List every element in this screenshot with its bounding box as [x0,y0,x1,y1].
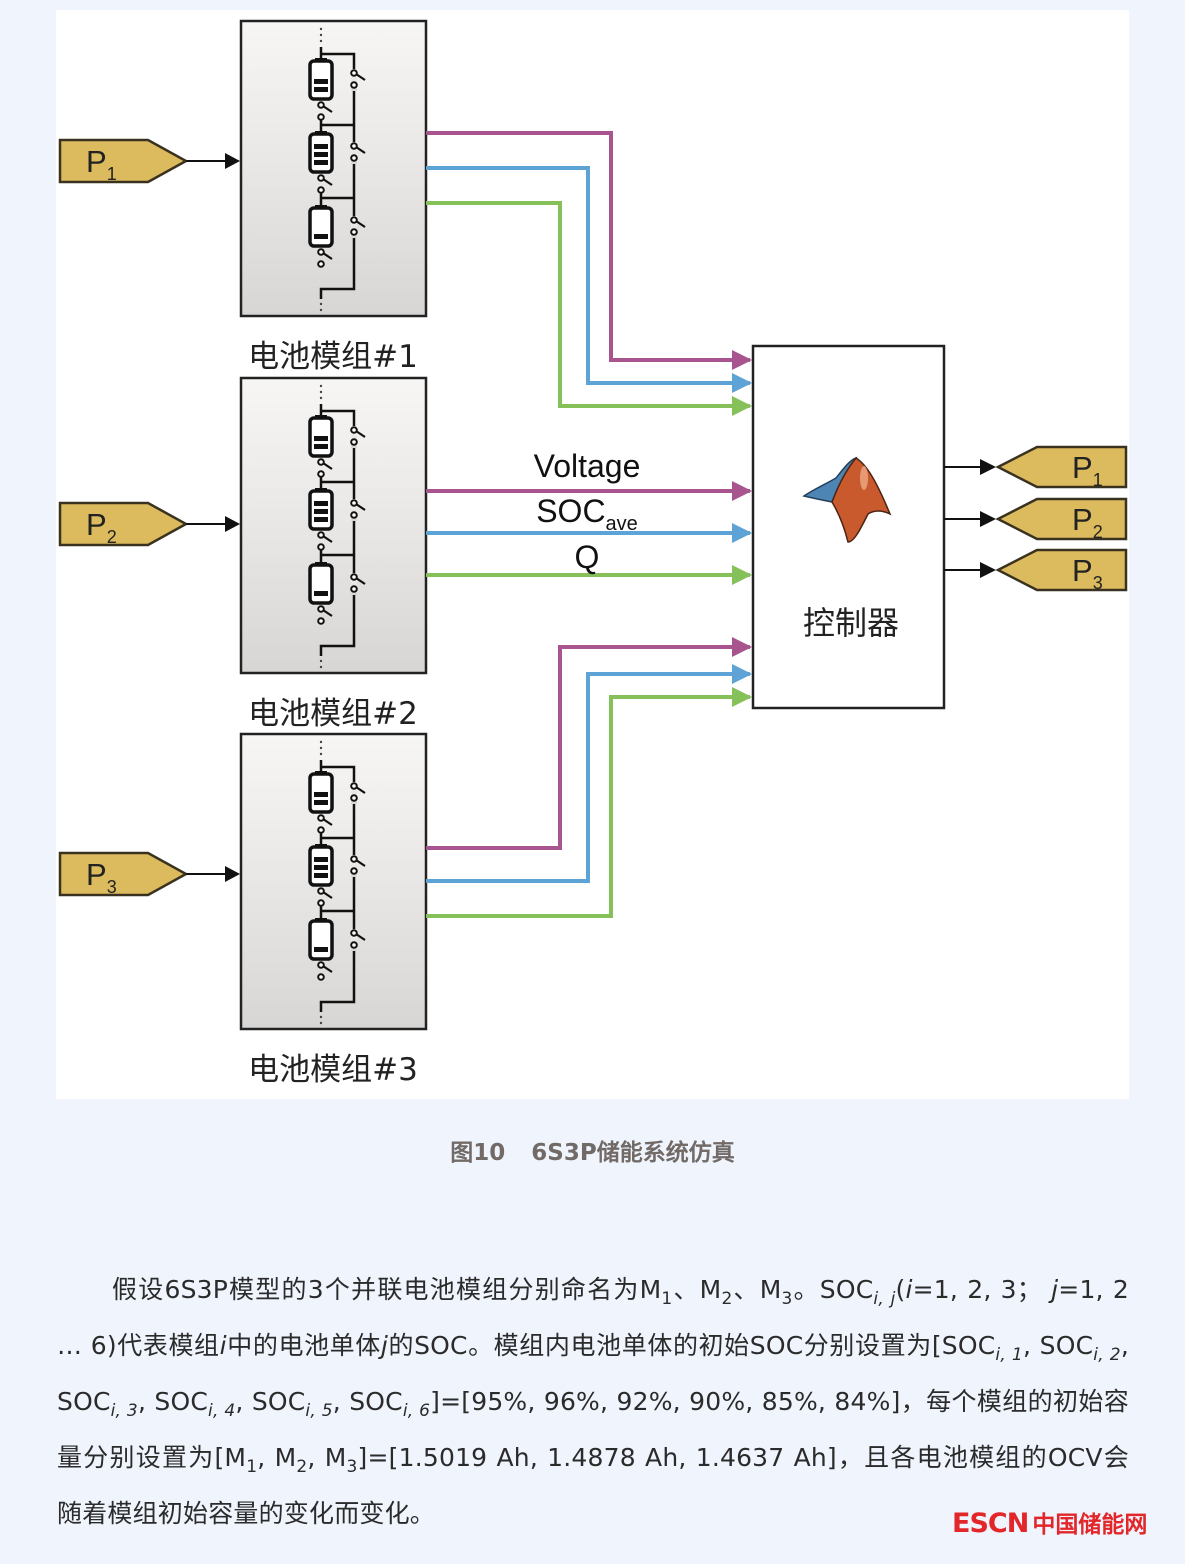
input-tag-p1: P1 [58,138,240,184]
voltage-label: Voltage [534,448,641,484]
battery-cell-icon [308,844,334,887]
caption-number: 图10 [450,1140,506,1166]
arrow-icon [225,153,240,169]
battery-cell-icon [308,562,334,605]
signal-voltage-1 [426,131,752,370]
signal-soc-1 [426,166,752,393]
arrowhead-icon [732,396,752,416]
svg-text:P3: P3 [1072,553,1103,593]
arrowhead-icon [732,350,752,370]
module-label: 电池模组#1 [248,339,418,375]
signal-soc-2 [426,523,752,543]
soc-ave-label: SOCave [536,493,638,535]
matlab-logo-icon [802,456,892,543]
input-tag-p2: P2 [58,501,240,547]
signal-q-3 [426,687,752,918]
battery-cell-icon [308,415,334,458]
arrow-icon [225,516,240,532]
caption-title: 6S3P储能系统仿真 [531,1140,735,1166]
battery-cell-icon [308,488,334,531]
controller-label: 控制器 [803,604,899,642]
body-paragraph: 假设6S3P模型的3个并联电池模组分别命名为M1、M2、M3。SOCi, j(i… [57,1275,1129,1528]
svg-text:P1: P1 [1072,450,1103,490]
arrowhead-icon [732,481,752,501]
arrowhead-icon [732,565,752,585]
watermark-brand: ESCN [952,1508,1029,1539]
watermark-name: 中国储能网 [1032,1512,1148,1538]
arrow-icon [980,511,996,527]
svg-text:P2: P2 [1072,502,1103,542]
svg-text:P1: P1 [86,144,117,184]
svg-text:P3: P3 [86,857,117,897]
battery-module-3: 电池模组#3 P3 [58,732,428,1088]
figure-caption: 图10 6S3P储能系统仿真 [0,1133,1185,1167]
battery-cell-icon [308,131,334,174]
arrowhead-icon [732,687,752,707]
arrowhead-icon [732,664,752,684]
arrow-icon [225,866,240,882]
output-tag-p2: P2 [944,497,1128,542]
svg-text:P2: P2 [86,507,117,547]
signal-voltage-3 [426,637,752,850]
battery-cell-icon [308,205,334,248]
signal-soc-3 [426,664,752,883]
battery-module-2: 电池模组#2 P2 [58,376,428,732]
module-label: 电池模组#3 [248,1052,418,1088]
battery-cell-icon [308,918,334,961]
q-label: Q [575,539,600,575]
signal-q-2 [426,565,752,585]
signal-q-1 [426,201,752,416]
arrowhead-icon [732,523,752,543]
input-tag-p3: P3 [58,851,240,897]
battery-cell-icon [308,771,334,814]
signal-voltage-2 [426,481,752,501]
arrow-icon [980,459,996,475]
battery-cell-icon [308,58,334,101]
output-tag-p3: P3 [944,548,1128,593]
module-label: 电池模组#2 [248,696,418,732]
arrowhead-icon [732,373,752,393]
battery-module-1: 电池模组#1 P1 [58,19,428,375]
arrowhead-icon [732,637,752,657]
output-tag-p1: P1 [944,445,1128,490]
arrow-icon [980,562,996,578]
